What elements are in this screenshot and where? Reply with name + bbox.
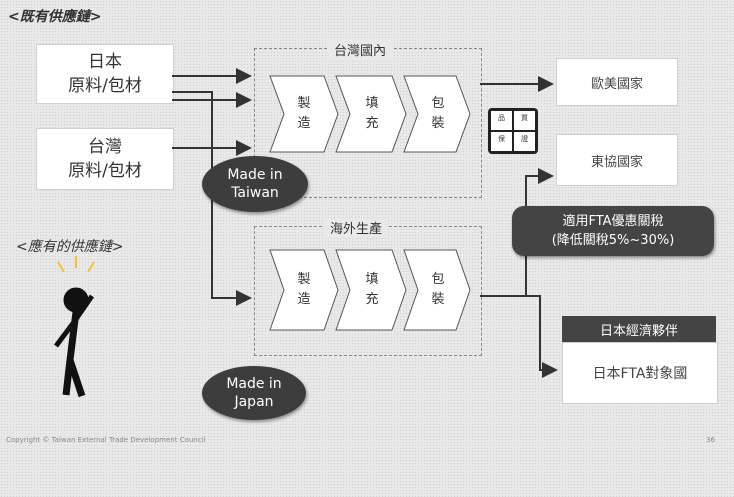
quality-icon: 品質 保證: [488, 108, 538, 154]
step-bottom-3-label: 包裝: [431, 272, 445, 307]
new-chain-title: <應有的供應鏈>: [16, 239, 124, 255]
chevron-top-2: [335, 75, 407, 153]
fta-header: 日本經濟夥伴: [562, 316, 716, 342]
step-top-3-label: 包裝: [431, 96, 445, 131]
page-number: 36: [706, 436, 715, 444]
dest-fta: 日本FTA對象國: [562, 342, 718, 404]
thinking-figure: [54, 256, 95, 398]
source-taiwan-line2: 原料/包材: [68, 161, 142, 181]
existing-chain-title: <既有供應鏈>: [8, 9, 102, 25]
dest-west: 歐美國家: [556, 58, 678, 106]
fta-benefit-box: 適用FTA優惠關稅(降低關稅5%~30%): [512, 206, 714, 256]
step-bottom-1-label: 製造: [297, 272, 311, 307]
taiwan-frame-title: 台灣國內: [328, 40, 393, 59]
chevron-bottom-1: [269, 249, 339, 331]
footer-copyright: Copyright © Taiwan External Trade Develo…: [6, 436, 206, 444]
source-japan-line2: 原料/包材: [68, 76, 142, 96]
source-japan: 日本 原料/包材: [36, 44, 174, 104]
source-taiwan-line1: 台灣: [88, 137, 122, 157]
step-bottom-2-label: 填充: [365, 272, 379, 307]
overseas-frame-title: 海外生產: [324, 218, 389, 237]
arrow-to-fta: [526, 295, 558, 378]
chevron-top-3: [403, 75, 471, 153]
source-japan-line1: 日本: [88, 52, 122, 72]
chevron-top-1: [269, 75, 339, 153]
step-top-1-label: 製造: [297, 96, 311, 131]
chevron-bottom-3: [403, 249, 471, 331]
dest-asean: 東協國家: [556, 134, 678, 186]
chevron-bottom-2: [335, 249, 407, 331]
step-top-2-label: 填充: [365, 96, 379, 131]
source-taiwan: 台灣 原料/包材: [36, 128, 174, 190]
